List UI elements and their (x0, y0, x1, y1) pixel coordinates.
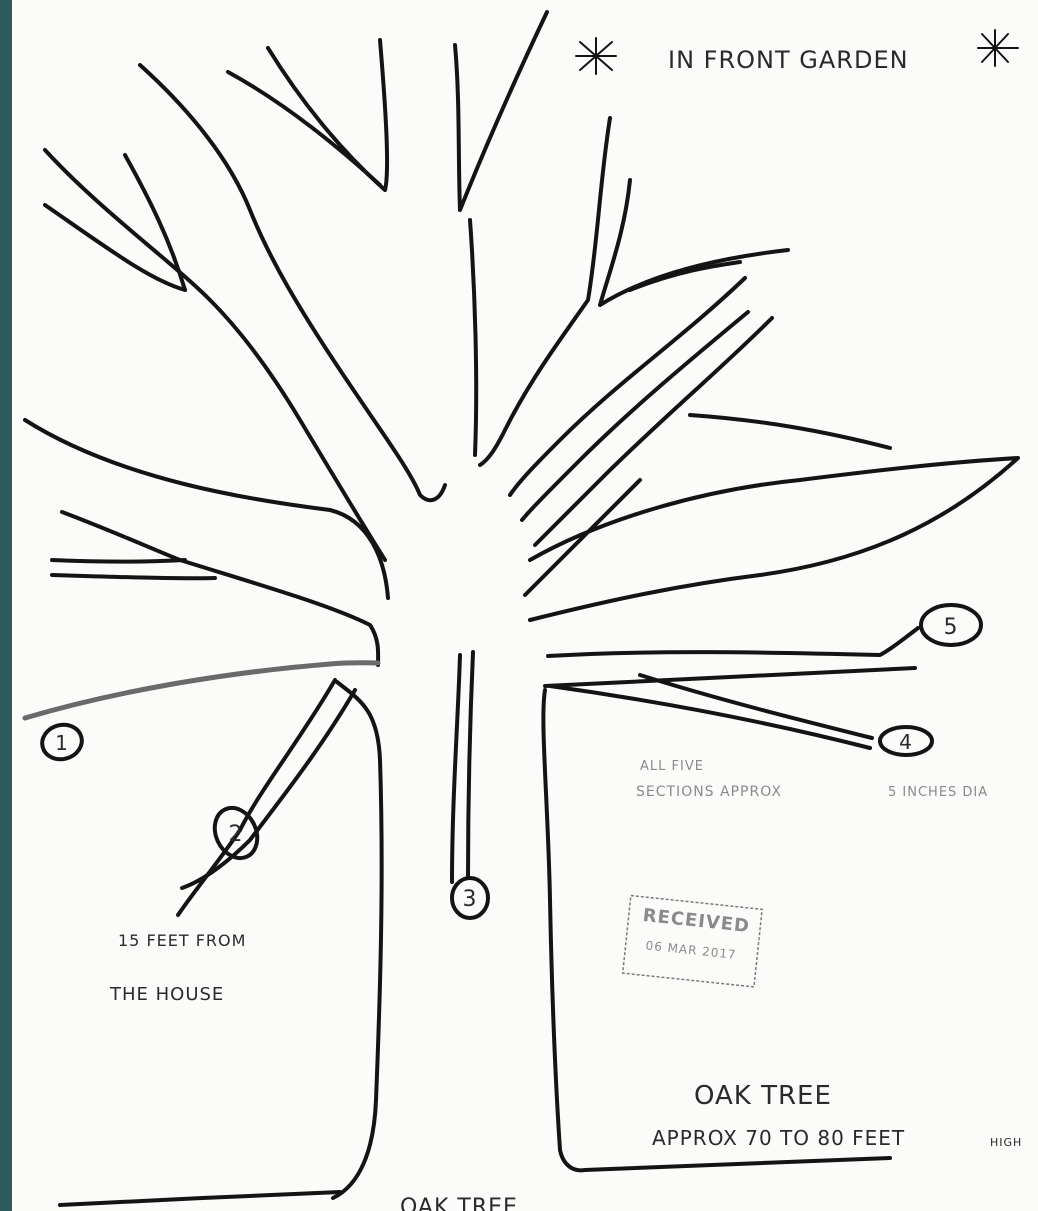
marker-3-label: 3 (463, 887, 478, 912)
marker-5-label: 5 (944, 615, 959, 640)
branch-1 (25, 663, 378, 718)
bottom-note: OAK TREE (400, 1195, 518, 1211)
tree-annotation: OAK TREE APPROX 70 TO 80 FEET HIGH (652, 1081, 1022, 1150)
tree-note-line-2: APPROX 70 TO 80 FEET (652, 1126, 905, 1150)
twig-left-a (52, 560, 185, 562)
twig-left-b (52, 575, 215, 578)
distance-line-1: 15 FEET FROM (118, 931, 246, 950)
branch-left-lower (62, 512, 378, 665)
tree-note-line-1: OAK TREE (694, 1081, 832, 1111)
limb-d (268, 40, 387, 190)
received-stamp: RECEIVED 06 MAR 2017 (623, 896, 762, 987)
marker-1-label: 1 (55, 731, 69, 755)
stamp-title: RECEIVED (642, 905, 751, 937)
left-branches (25, 420, 388, 915)
limb-h (510, 278, 745, 495)
limb-annotation: ALL FIVE SECTIONS APPROX 5 INCHES DIA (636, 759, 988, 800)
limb-k-twig (690, 415, 890, 448)
limb-note-line-1: ALL FIVE (640, 759, 704, 774)
branch-3-right (468, 652, 473, 878)
marker-1: 1 (38, 720, 85, 763)
limb-b (140, 65, 445, 500)
limb-center (470, 220, 476, 455)
header-note: IN FRONT GARDEN (668, 46, 909, 74)
branch-5 (548, 628, 918, 656)
limb-l (530, 458, 1018, 620)
limb-a (45, 150, 385, 560)
marker-2-label: 2 (229, 822, 244, 847)
tree-note-line-3: HIGH (990, 1136, 1022, 1149)
branch-3-left (452, 655, 460, 882)
limb-g-twig (630, 262, 740, 290)
stamp-date: 06 MAR 2017 (645, 938, 737, 961)
branch-2-right (182, 690, 355, 888)
limb-note-line-3: 5 INCHES DIA (888, 785, 988, 800)
asterisk-icon (978, 30, 1018, 66)
marker-4: 4 (880, 727, 932, 755)
branch-markers: 1 2 3 4 5 (38, 605, 981, 918)
limb-e (455, 12, 547, 210)
limb-c (228, 72, 380, 185)
marker-5: 5 (921, 605, 981, 645)
branch-5-lower (545, 668, 915, 686)
limb-note-line-2: SECTIONS APPROX (636, 784, 782, 800)
branch-left-upper (25, 420, 388, 598)
marker-3: 3 (452, 878, 488, 918)
limb-g (600, 180, 788, 305)
trunk-left-outline (333, 682, 382, 1198)
crown-right (480, 118, 1018, 620)
distance-annotation: 15 FEET FROM THE HOUSE (109, 931, 246, 1005)
marker-4-label: 4 (899, 730, 913, 754)
asterisk-icon (576, 38, 616, 74)
distance-line-2: THE HOUSE (109, 984, 224, 1005)
right-limbs (452, 628, 918, 882)
header-annotation: IN FRONT GARDEN (576, 30, 1018, 74)
ground-line (60, 1192, 340, 1205)
crown-left (45, 12, 547, 560)
